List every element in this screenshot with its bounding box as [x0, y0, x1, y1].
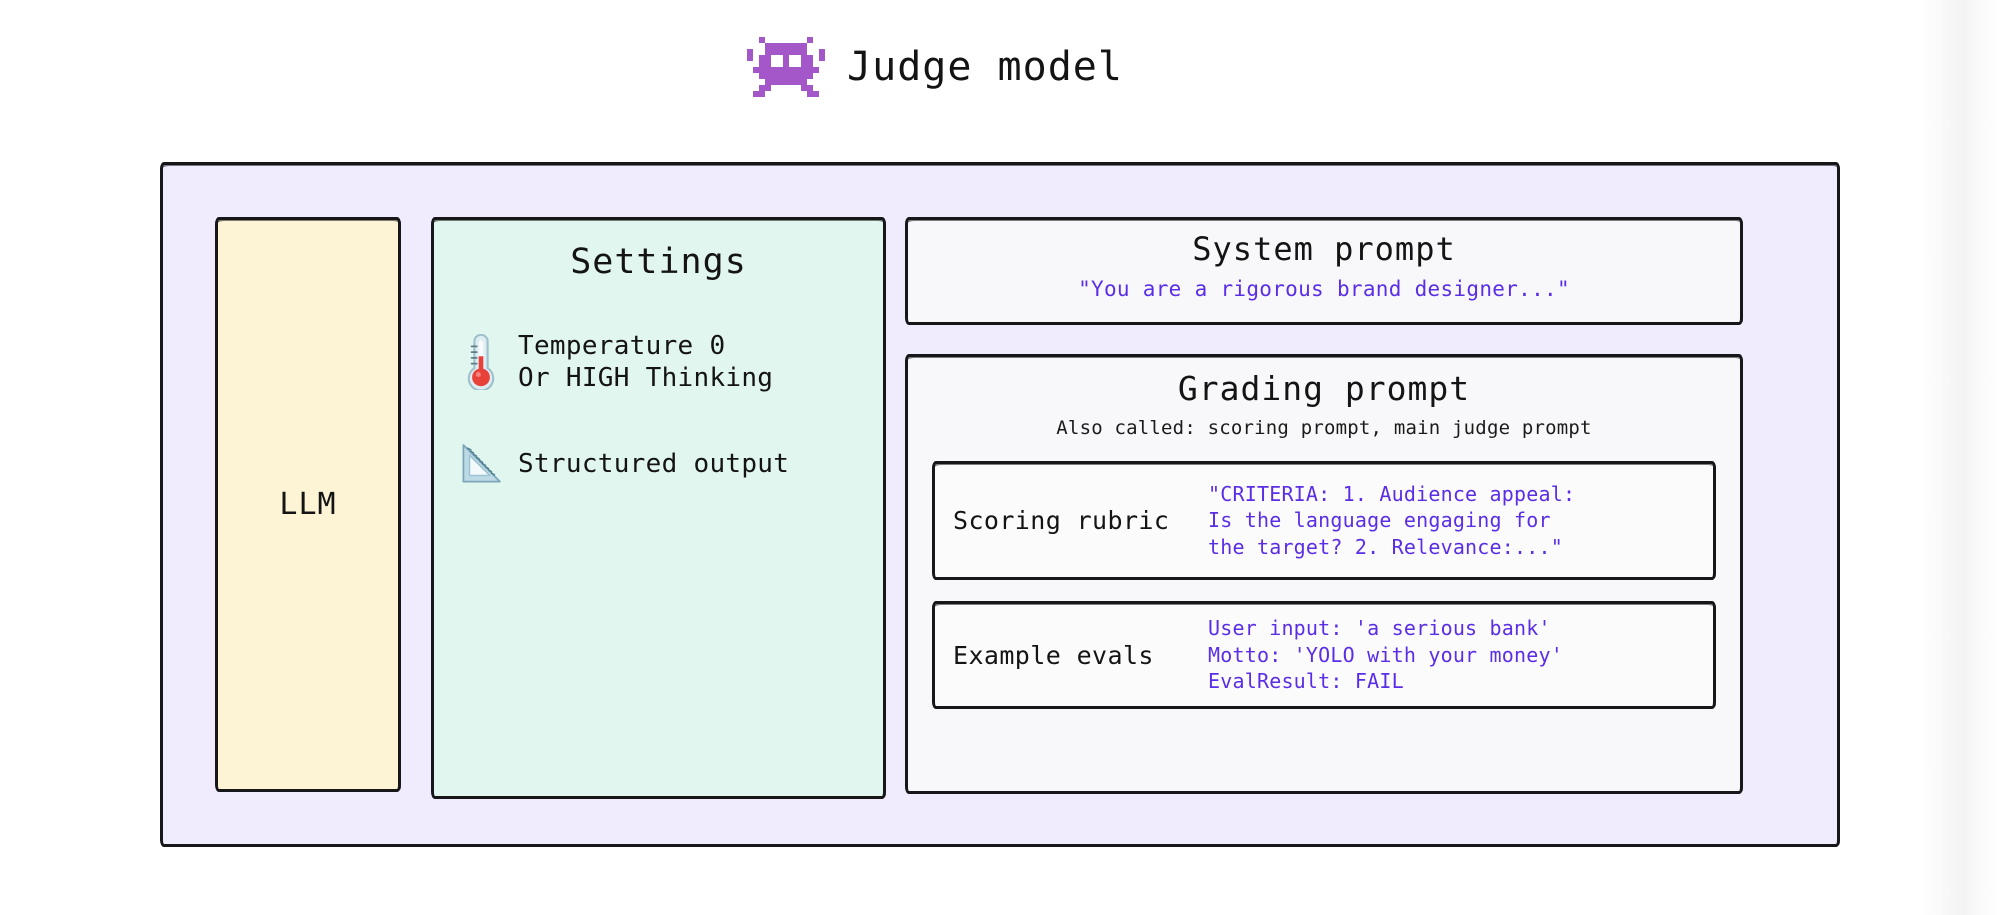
grading-prompt-subtitle: Also called: scoring prompt, main judge … — [1056, 417, 1592, 439]
setting-item-temperature: Temperature 0 Or HIGH Thinking — [458, 330, 883, 394]
system-prompt-panel: System prompt "You are a rigorous brand … — [905, 217, 1743, 325]
setting-item-label: Temperature 0 Or HIGH Thinking — [518, 331, 774, 394]
system-prompt-quote: "You are a rigorous brand designer..." — [1078, 277, 1570, 301]
example-evals-text: User input: 'a serious bank' Motto: 'YOL… — [1208, 616, 1563, 694]
page-title: Judge model — [847, 44, 1123, 90]
scoring-rubric-card: Scoring rubric "CRITERIA: 1. Audience ap… — [932, 461, 1716, 580]
triangular-ruler-icon — [458, 436, 504, 492]
example-evals-label: Example evals — [953, 640, 1154, 670]
system-prompt-title: System prompt — [1192, 230, 1456, 268]
diagram-header: Judge model — [0, 36, 1870, 98]
scoring-rubric-text: "CRITERIA: 1. Audience appeal: Is the la… — [1208, 481, 1576, 559]
judge-model-container: LLM Settings — [160, 162, 1840, 847]
settings-title: Settings — [570, 242, 747, 282]
setting-item-label: Structured output — [518, 449, 790, 480]
alien-monster-icon — [747, 36, 826, 98]
setting-item-structured-output: Structured output — [458, 436, 883, 492]
thermometer-icon — [458, 334, 504, 391]
llm-label: LLM — [279, 487, 337, 522]
llm-box: LLM — [215, 217, 401, 792]
settings-list: Temperature 0 Or HIGH Thinking — [434, 330, 883, 492]
grading-prompt-panel: Grading prompt Also called: scoring prom… — [905, 354, 1743, 794]
scoring-rubric-label: Scoring rubric — [953, 506, 1170, 535]
example-evals-card: Example evals User input: 'a serious ban… — [932, 601, 1716, 709]
grading-prompt-title: Grading prompt — [1177, 369, 1471, 408]
settings-panel: Settings — [431, 217, 886, 799]
prompts-column: System prompt "You are a rigorous brand … — [905, 217, 1743, 794]
